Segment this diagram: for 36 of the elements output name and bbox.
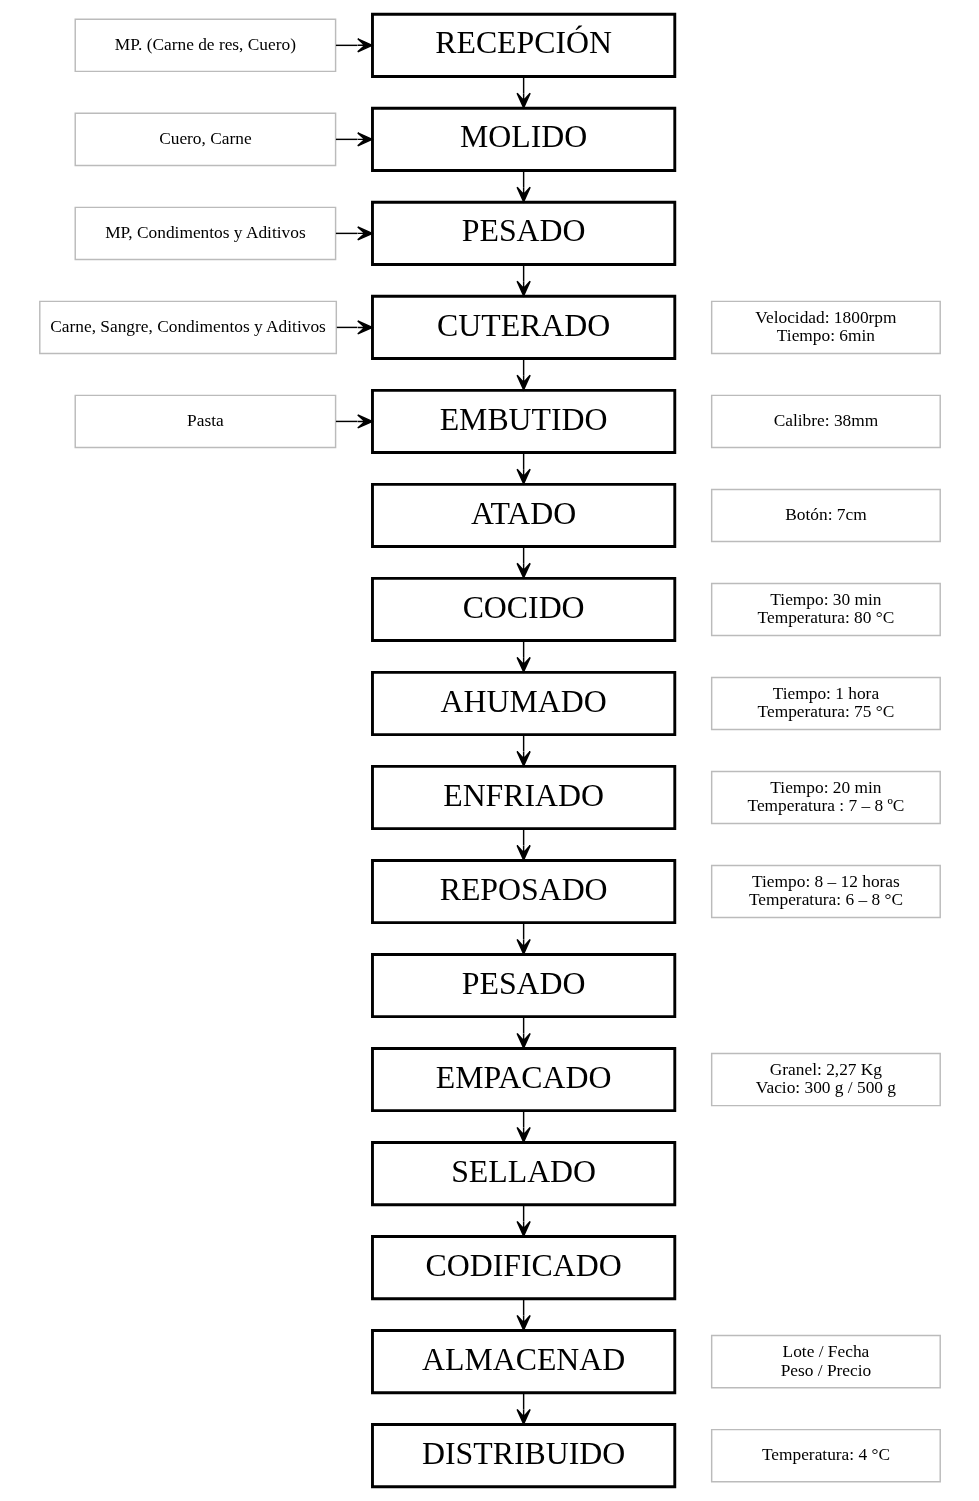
node-box: Tiempo: 20 min Temperatura : 7 – 8 ºC xyxy=(710,770,941,825)
node-box: Cuero, Carne xyxy=(74,112,336,167)
node-box: Velocidad: 1800rpm Tiempo: 6min xyxy=(710,300,941,355)
node-box: Tiempo: 1 hora Temperatura: 75 °C xyxy=(710,676,941,731)
node-box: Tiempo: 30 min Temperatura: 80 °C xyxy=(710,582,941,637)
node-box: MP, Condimentos y Aditivos xyxy=(74,206,336,261)
node-box: ATADO xyxy=(370,482,676,548)
node-box: Carne, Sangre, Condimentos y Aditivos xyxy=(38,300,337,355)
node-box: Calibre: 38mm xyxy=(710,394,941,449)
node-box: ALMACENAD xyxy=(370,1329,676,1395)
node-box: EMBUTIDO xyxy=(370,388,676,454)
node-box: REPOSADO xyxy=(370,859,676,925)
arrow xyxy=(335,320,373,335)
arrow xyxy=(334,226,373,241)
node-box: Lote / Fecha Peso / Precio xyxy=(710,1334,941,1389)
node-box: RECEPCIÓN xyxy=(370,12,676,78)
node-box: CUTERADO xyxy=(370,294,676,360)
node-box: PESADO xyxy=(370,953,676,1019)
node-box: Tiempo: 8 – 12 horas Temperatura: 6 – 8 °C xyxy=(710,864,941,919)
node-box: CODIFICADO xyxy=(370,1235,676,1301)
node-box: PESADO xyxy=(370,200,676,266)
node-box: Granel: 2,27 Kg Vacio: 300 g / 500 g xyxy=(710,1052,941,1107)
node-box: SELLADO xyxy=(370,1141,676,1207)
node-box: DISTRIBUIDO xyxy=(370,1423,676,1489)
node-box: MP. (Carne de res, Cuero) xyxy=(74,18,336,73)
node-box: Pasta xyxy=(74,394,336,449)
node-box: ENFRIADO xyxy=(370,764,676,831)
node-box: MOLIDO xyxy=(370,106,676,172)
node-box: Botón: 7cm xyxy=(710,488,941,543)
node-box: AHUMADO xyxy=(370,670,676,737)
arrow xyxy=(334,38,373,53)
arrow xyxy=(334,132,373,147)
node-box: COCIDO xyxy=(370,576,676,642)
arrow xyxy=(334,414,373,429)
node-box: Temperatura: 4 °C xyxy=(710,1428,941,1483)
node-box: EMPACADO xyxy=(370,1047,676,1113)
